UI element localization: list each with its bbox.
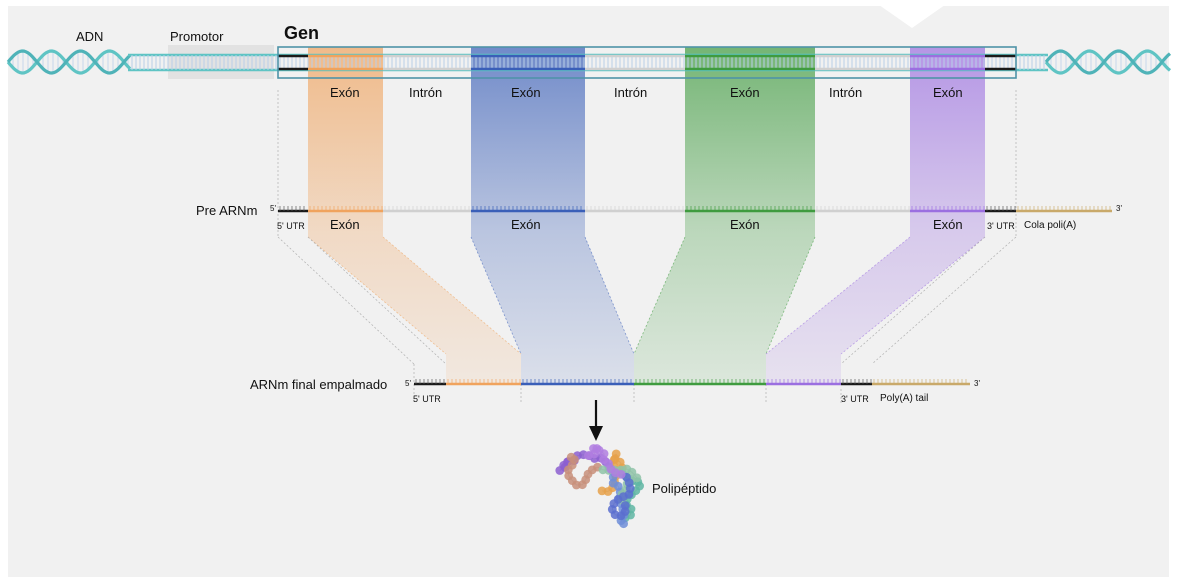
pre-mrna-3prime: 3' [1116, 204, 1122, 213]
final-mrna-poly-a-tail: Poly(A) tail [880, 393, 929, 404]
pre-mrna-exon-label-4: Exón [933, 217, 963, 232]
pre-mrna-3utr: 3' UTR [987, 221, 1015, 231]
final-mrna-5prime: 5' [405, 379, 411, 388]
helix-strand [1044, 49, 1172, 75]
final-mrna-label: ARNm final empalmado [250, 377, 388, 392]
amino-acid-bead [592, 444, 602, 453]
guide-line [871, 236, 1017, 365]
guide-line [307, 236, 447, 365]
exon-band-edge [765, 236, 816, 355]
final-mrna-3prime: 3' [974, 379, 980, 388]
pre-mrna-poly-a-tail: Cola poli(A) [1024, 220, 1077, 231]
pre-mrna-5prime: 5' [270, 204, 276, 213]
exon-band-edge [765, 236, 911, 355]
pre-mrna-exon-label-1: Exón [330, 217, 360, 232]
exon-band-edge [470, 236, 522, 355]
gene-intron-label-1: Intrón [409, 85, 443, 100]
gene-box [277, 46, 1017, 79]
exon-projection-bands [307, 47, 986, 384]
final-mrna-3utr: 3' UTR [841, 394, 869, 404]
gene-exon-label-2: Exón [511, 85, 541, 100]
exon-band-3 [634, 47, 815, 384]
polypeptide-label: Polipéptido [652, 481, 717, 496]
gene-exon-label-3: Exón [730, 85, 760, 100]
dna-label: ADN [76, 29, 104, 44]
pre-mrna-exon-label-3: Exón [730, 217, 760, 232]
gene-intron-label-2: Intrón [614, 85, 648, 100]
polypeptide-blob [555, 444, 644, 529]
helix-strand [1044, 49, 1172, 75]
gene-exon-label-4: Exón [933, 85, 963, 100]
pre-mrna-label: Pre ARNm [196, 203, 258, 218]
exon-band-edge [584, 236, 635, 355]
helix-strand [6, 49, 132, 75]
translation-arrow [589, 400, 603, 441]
gene-label: Gen [284, 23, 320, 43]
final-mrna-strand [414, 379, 970, 386]
helix-strand [6, 49, 132, 75]
guide-line [840, 236, 986, 365]
projection-guide-lines [277, 90, 1017, 404]
exon-band-4 [766, 47, 985, 384]
pre-mrna-strand [278, 206, 1112, 213]
exon-band-edge [633, 236, 686, 355]
promoter-label: Promotor [170, 29, 224, 44]
gene-exon-label-1: Exón [330, 85, 360, 100]
exon-band-edge [840, 236, 986, 355]
top-notch [872, 0, 952, 28]
dna-double-helix [6, 45, 1172, 79]
gene-intron-label-3: Intrón [829, 85, 863, 100]
exon-band-2 [471, 47, 634, 384]
exon-band-1 [308, 47, 521, 384]
guide-line [277, 236, 415, 365]
pre-mrna-5utr: 5' UTR [277, 221, 305, 231]
final-mrna-5utr: 5' UTR [413, 394, 441, 404]
pre-mrna-exon-label-2: Exón [511, 217, 541, 232]
